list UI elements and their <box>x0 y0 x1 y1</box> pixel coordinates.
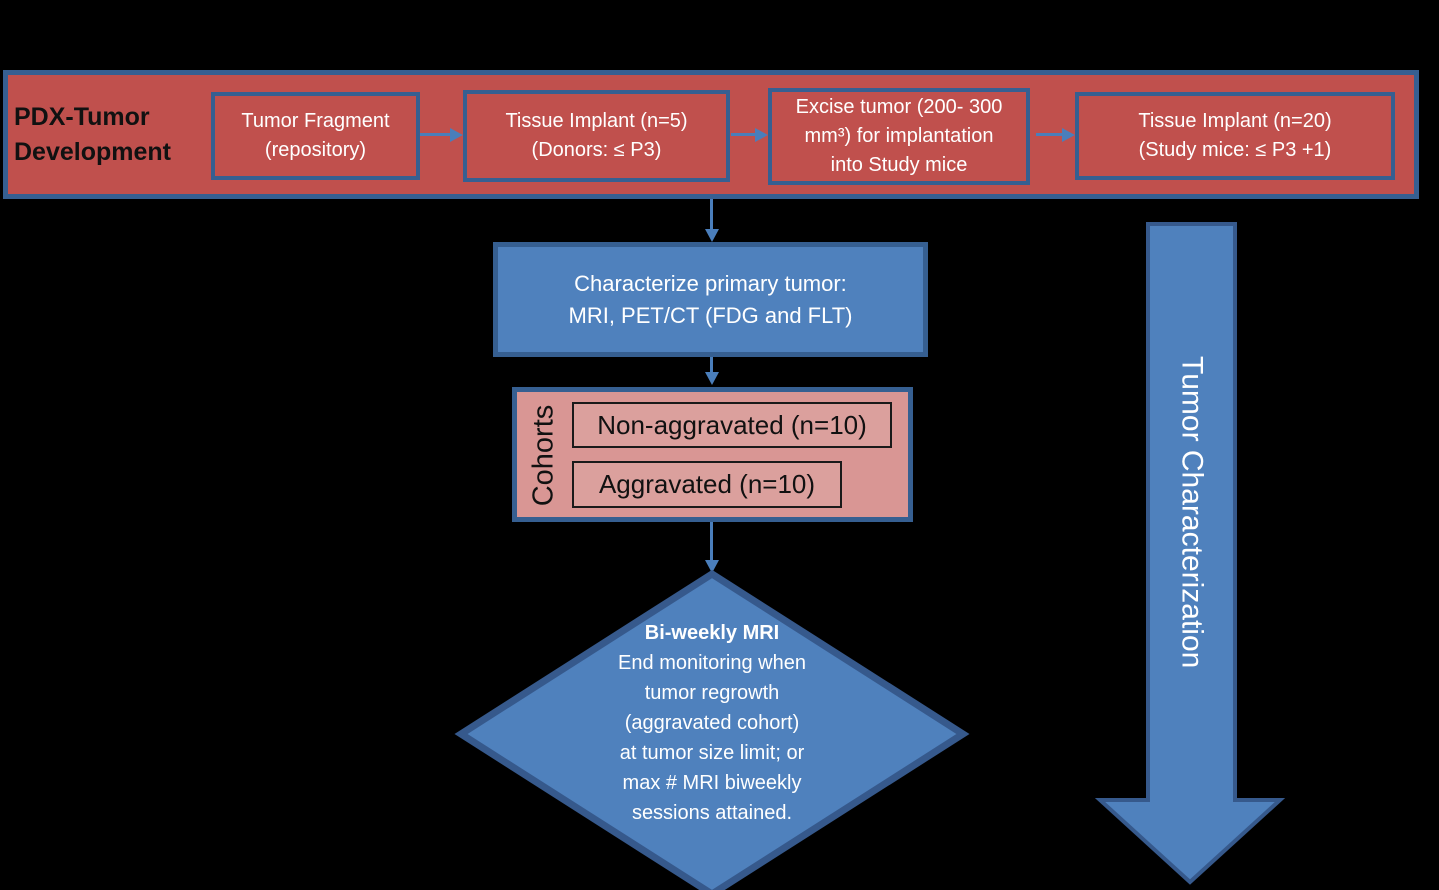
arrow-cohorts-to-decision <box>710 522 713 560</box>
arrow-fragment-to-implant <box>420 133 450 136</box>
characterize-box: Characterize primary tumor: MRI, PET/CT … <box>493 242 928 357</box>
tumor-characterization-arrow <box>1095 222 1286 885</box>
cohort-non-aggravated: Non-aggravated (n=10) <box>572 402 892 448</box>
decision-diamond <box>454 569 970 890</box>
tumor-characterization-label-wrap: Tumor Characterization <box>1148 224 1235 800</box>
step-excise-tumor: Excise tumor (200- 300 mm³) for implanta… <box>768 88 1030 185</box>
decision-body: End monitoring when tumor regrowth (aggr… <box>618 652 806 824</box>
cohort-aggravated: Aggravated (n=10) <box>572 461 842 508</box>
arrow-banner-to-characterize <box>710 199 713 229</box>
banner-title: PDX-Tumor Development <box>14 102 171 166</box>
arrow-excise-to-study-implant <box>1036 133 1062 136</box>
decision-text: Bi-weekly MRI End monitoring when tumor … <box>547 618 877 828</box>
tumor-characterization-label: Tumor Characterization <box>1175 355 1209 669</box>
step-tissue-implant-donors: Tissue Implant (n=5) (Donors: ≤ P3) <box>463 90 730 182</box>
cohorts-label: Cohorts <box>527 404 560 506</box>
step-tumor-fragment: Tumor Fragment (repository) <box>211 92 420 180</box>
arrow-characterize-to-cohorts <box>710 357 713 372</box>
decision-title: Bi-weekly MRI <box>644 622 780 644</box>
arrow-implant-to-excise <box>731 133 755 136</box>
tumor-characterization-arrow-shape <box>1095 222 1286 885</box>
decision-diamond-shape <box>454 569 970 890</box>
step-tissue-implant-study: Tissue Implant (n=20) (Study mice: ≤ P3 … <box>1075 92 1395 180</box>
